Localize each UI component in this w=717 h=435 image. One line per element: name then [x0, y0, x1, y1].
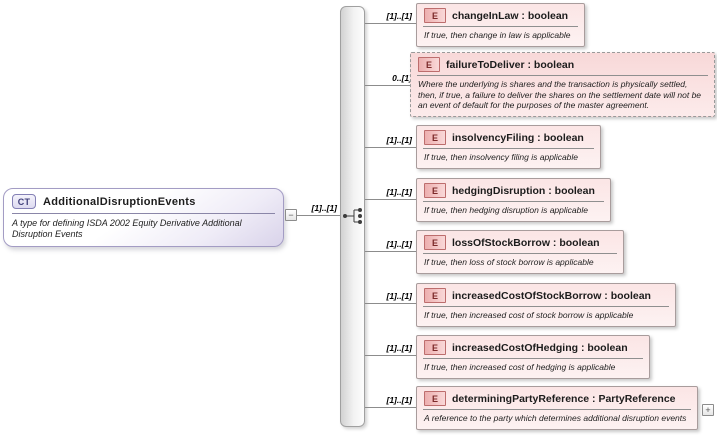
element-title-row: E hedgingDisruption : boolean	[417, 179, 610, 201]
element-box-insolvencyFiling[interactable]: E insolvencyFiling : boolean If true, th…	[416, 125, 601, 169]
element-title-row: E insolvencyFiling : boolean	[417, 126, 600, 148]
element-box-increasedCostOfStockBorrow[interactable]: E increasedCostOfStockBorrow : boolean I…	[416, 283, 676, 327]
cardinality-label: [1]..[1]	[386, 135, 413, 145]
expand-icon[interactable]: +	[702, 404, 714, 416]
element-annotation: Where the underlying is shares and the t…	[418, 79, 702, 110]
element-title-row: E changeInLaw : boolean	[417, 4, 584, 26]
complex-type-title-row: CT AdditionalDisruptionEvents	[4, 189, 283, 212]
element-label: insolvencyFiling : boolean	[452, 131, 584, 144]
element-icon: E	[424, 288, 446, 303]
element-label: failureToDeliver : boolean	[446, 58, 575, 71]
element-label: determiningPartyReference : PartyReferen…	[452, 392, 676, 405]
element-box-failureToDeliver[interactable]: E failureToDeliver : boolean Where the u…	[410, 52, 715, 117]
element-box-lossOfStockBorrow[interactable]: E lossOfStockBorrow : boolean If true, t…	[416, 230, 624, 274]
divider	[423, 306, 669, 307]
element-icon: E	[424, 183, 446, 198]
divider	[423, 358, 643, 359]
divider	[423, 201, 604, 202]
element-label: increasedCostOfHedging : boolean	[452, 341, 628, 354]
element-icon: E	[418, 57, 440, 72]
complex-type-annotation: A type for defining ISDA 2002 Equity Der…	[12, 218, 242, 239]
connector-line	[365, 147, 416, 148]
connector-line	[365, 407, 416, 408]
element-icon: E	[424, 340, 446, 355]
sequence-icon	[343, 208, 362, 224]
connector-line	[365, 303, 416, 304]
element-title-row: E determiningPartyReference : PartyRefer…	[417, 387, 697, 409]
divider	[423, 409, 691, 410]
element-annotation: If true, then increased cost of hedging …	[424, 362, 616, 372]
divider	[12, 213, 275, 214]
cardinality-label: [1]..[1]	[386, 187, 413, 197]
complex-type-box[interactable]: CT AdditionalDisruptionEvents A type for…	[3, 188, 284, 247]
connector-line	[365, 199, 416, 200]
complex-type-icon: CT	[12, 194, 36, 209]
collapse-icon[interactable]: −	[285, 209, 297, 221]
connector-line	[365, 23, 416, 24]
divider	[423, 253, 617, 254]
element-box-increasedCostOfHedging[interactable]: E increasedCostOfHedging : boolean If tr…	[416, 335, 650, 379]
element-label: lossOfStockBorrow : boolean	[452, 236, 600, 249]
cardinality-label: [1]..[1]	[311, 203, 338, 213]
connector-line	[365, 251, 416, 252]
element-label: increasedCostOfStockBorrow : boolean	[452, 289, 651, 302]
divider	[423, 148, 594, 149]
element-box-changeInLaw[interactable]: E changeInLaw : boolean If true, then ch…	[416, 3, 585, 47]
cardinality-label: [1]..[1]	[386, 11, 413, 21]
element-title-row: E increasedCostOfHedging : boolean	[417, 336, 649, 358]
complex-type-name: AdditionalDisruptionEvents	[43, 195, 196, 208]
element-icon: E	[424, 235, 446, 250]
cardinality-label: [1]..[1]	[386, 239, 413, 249]
element-icon: E	[424, 391, 446, 406]
cardinality-label: [1]..[1]	[386, 395, 413, 405]
element-box-determiningPartyReference[interactable]: E determiningPartyReference : PartyRefer…	[416, 386, 698, 430]
element-title-row: E failureToDeliver : boolean	[411, 53, 714, 75]
element-annotation: If true, then increased cost of stock bo…	[424, 310, 634, 320]
element-annotation: If true, then loss of stock borrow is ap…	[424, 257, 594, 267]
element-icon: E	[424, 130, 446, 145]
element-annotation: If true, then hedging disruption is appl…	[424, 205, 588, 215]
element-annotation: If true, then insolvency filing is appli…	[424, 152, 579, 162]
element-label: changeInLaw : boolean	[452, 9, 569, 22]
connector-line	[297, 215, 340, 216]
element-box-hedgingDisruption[interactable]: E hedgingDisruption : boolean If true, t…	[416, 178, 611, 222]
element-annotation: If true, then change in law is applicabl…	[424, 30, 571, 40]
element-label: hedgingDisruption : boolean	[452, 184, 595, 197]
divider	[417, 75, 708, 76]
element-title-row: E lossOfStockBorrow : boolean	[417, 231, 623, 253]
connector-line	[365, 85, 410, 86]
cardinality-label: [1]..[1]	[386, 291, 413, 301]
element-icon: E	[424, 8, 446, 23]
divider	[423, 26, 578, 27]
cardinality-label: 0..[1]	[392, 73, 412, 83]
connector-line	[365, 355, 416, 356]
cardinality-label: [1]..[1]	[386, 343, 413, 353]
element-title-row: E increasedCostOfStockBorrow : boolean	[417, 284, 675, 306]
element-annotation: A reference to the party which determine…	[424, 413, 687, 423]
